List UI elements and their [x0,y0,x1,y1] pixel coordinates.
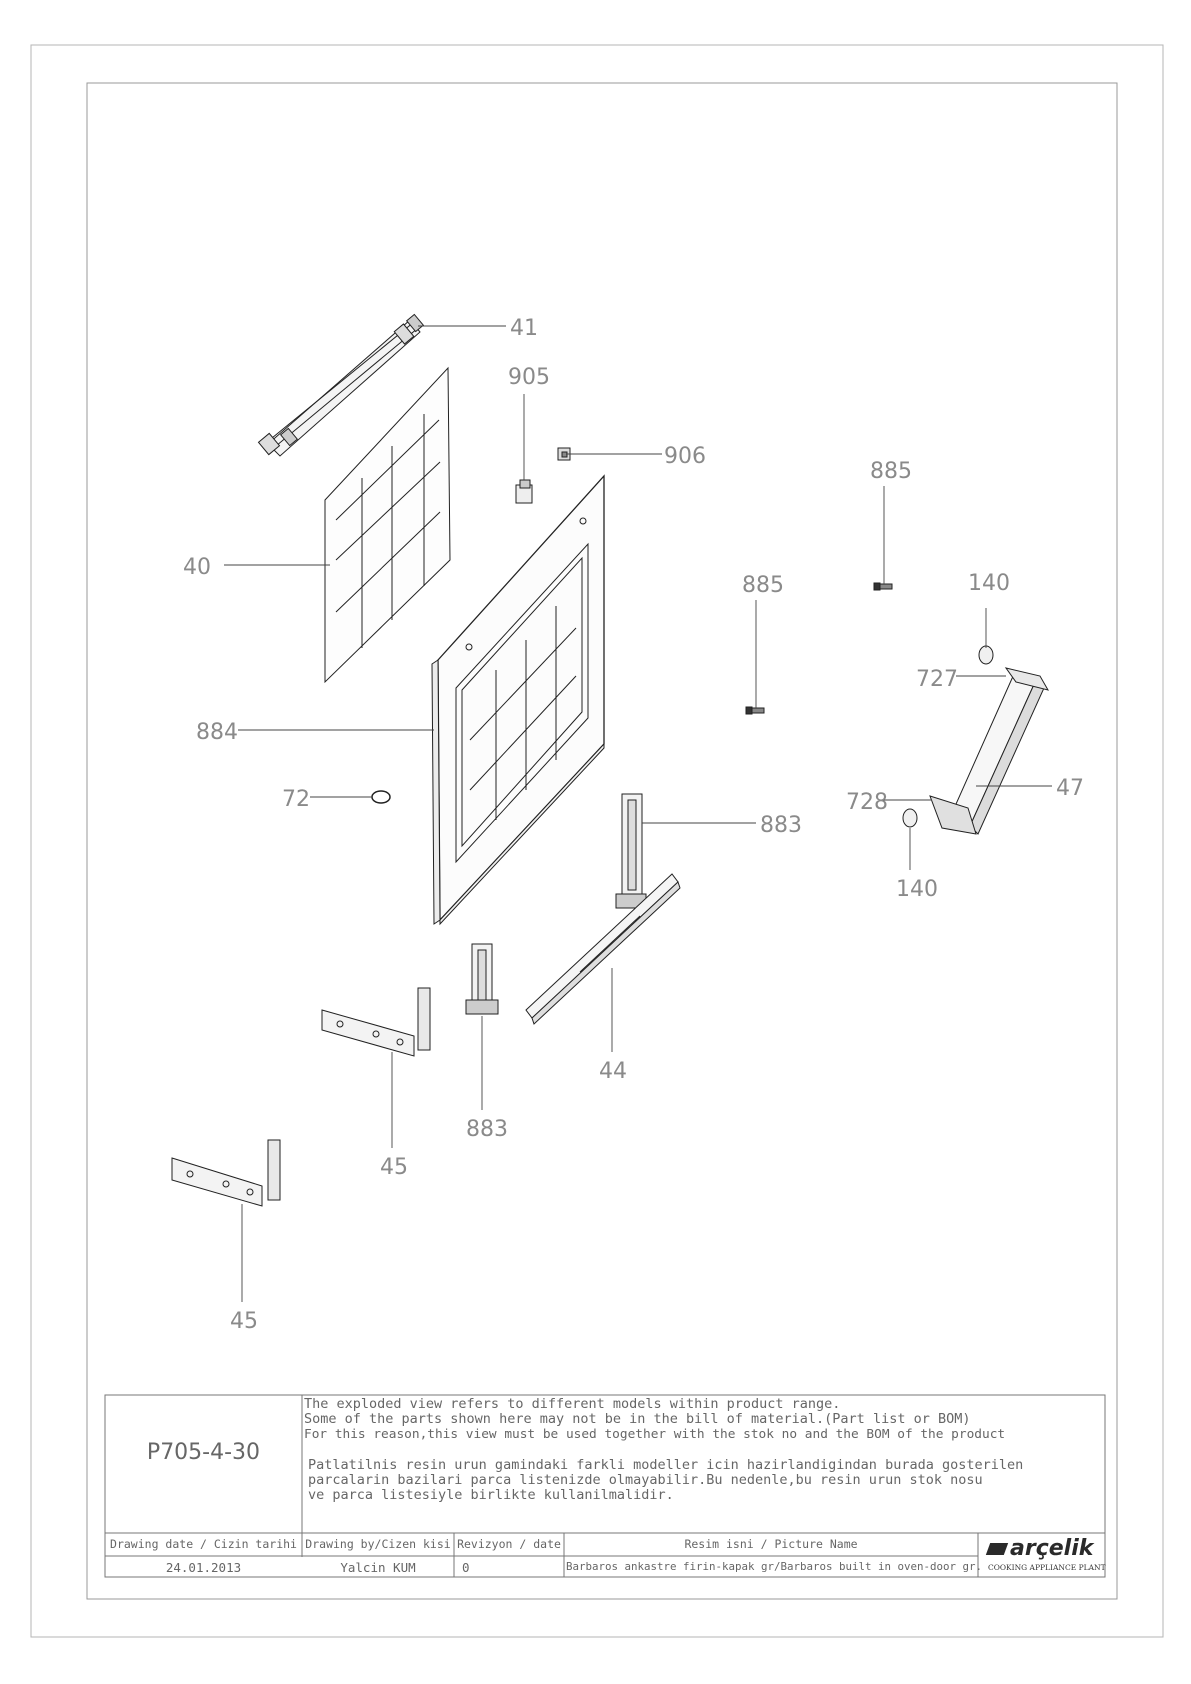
brand-name: arçelik [1010,1536,1094,1561]
callout-45-upper: 45 [380,1155,408,1180]
callout-44: 44 [599,1059,627,1084]
value-drawn-by: Yalcin KUM [340,1560,416,1575]
part-44-bottom-rail [525,873,681,1025]
part-885-screw-lower [745,706,765,715]
note-turkish-line-3: ve parca listesiyle birlikte kullanilmal… [308,1487,674,1503]
note-english-line-2: Some of the parts shown here may not be … [304,1411,971,1427]
note-english-line-3: For this reason,this view must be used t… [304,1427,1006,1442]
callout-884: 884 [196,720,238,745]
callout-883-lower: 883 [466,1117,508,1142]
part-41-top-trim [257,313,425,457]
callout-728: 728 [846,790,888,815]
note-english-line-1: The exploded view refers to different mo… [304,1396,841,1412]
header-revision: Revizyon / date [457,1537,561,1551]
value-picture-name: Barbaros ankastre firin-kapak gr/Barbaro… [566,1560,983,1573]
note-turkish-line-1: Patlatilnis resin urun gamindaki farkli … [308,1457,1024,1473]
value-revision: 0 [462,1560,470,1575]
callout-41: 41 [510,316,538,341]
part-72-ring [371,790,391,804]
part-883-hinge-receiver-lower [465,943,499,1015]
part-140-washer-lower [902,808,918,828]
callout-140-lower: 140 [896,877,938,902]
part-47-handle [929,667,1050,835]
value-drawing-date: 24.01.2013 [165,1560,242,1575]
arcelik-logo: arçelik [985,1536,1094,1561]
logo-mark-icon [985,1543,1009,1555]
callout-885-lower: 885 [742,573,784,598]
drawing-number: P705-4-30 [146,1440,261,1465]
callout-40: 40 [183,555,211,580]
part-885-screw-upper [873,582,893,591]
part-40-inner-glass [324,366,451,684]
title-block [104,1394,1106,1578]
part-884-outer-door [431,474,605,926]
callout-45-lower: 45 [230,1309,258,1334]
part-905-clip [515,479,533,504]
callout-885-upper: 885 [870,459,912,484]
callout-727: 727 [916,667,958,692]
callout-140-upper: 140 [968,571,1010,596]
header-drawing-date: Drawing date / Cizin tarihi [110,1537,297,1551]
part-45-hinge-upper [321,987,431,1057]
brand-subtitle: COOKING APPLIANCE PLANT [988,1563,1106,1572]
callout-906: 906 [664,444,706,469]
part-906-clip [557,447,571,461]
note-turkish-line-2: parcalarin bazilari parca listenizde olm… [308,1472,983,1488]
header-drawn-by: Drawing by/Cizen kisi [305,1537,451,1551]
outer-border [30,44,1164,1638]
part-140-washer-upper [978,645,994,665]
callout-72: 72 [282,787,310,812]
leader-lines [224,325,1052,1302]
callout-905: 905 [508,365,550,390]
header-picture-name: Resim isni / Picture Name [684,1537,858,1551]
part-883-hinge-receiver-upper [615,793,647,909]
callout-883-upper: 883 [760,813,802,838]
drawing-frame [86,82,1118,1600]
callout-47: 47 [1056,776,1084,801]
part-45-hinge-lower [171,1139,281,1207]
